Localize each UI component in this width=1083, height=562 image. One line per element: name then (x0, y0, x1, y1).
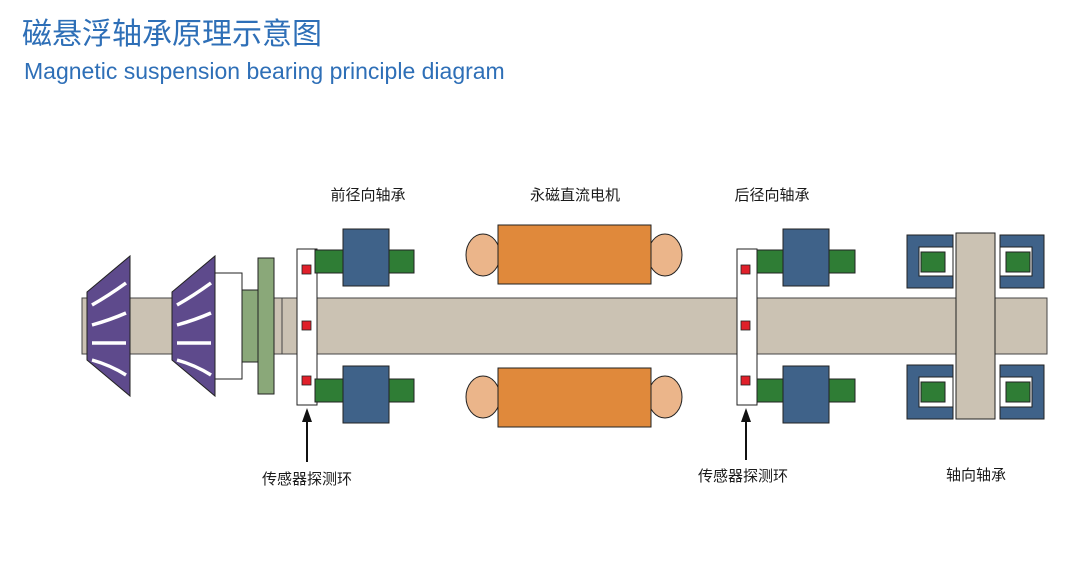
rear-radial-bearing (756, 228, 856, 424)
shaft (267, 297, 1048, 355)
front-radial-bearing (314, 228, 415, 424)
sensor-ring-rear-label: 传感器探测环 (698, 467, 788, 485)
pm-dc-motor (465, 224, 683, 428)
flange-outer (257, 257, 275, 395)
axial-bearing-label: 轴向轴承 (946, 466, 1006, 484)
front-radial-bearing-label: 前径向轴承 (330, 186, 405, 204)
hub-block (214, 272, 243, 380)
flange-inner (241, 289, 259, 363)
pm-dc-motor-label: 永磁直流电机 (530, 186, 620, 204)
axial-bearing (906, 232, 1045, 420)
arrow-rear (741, 408, 751, 460)
sensor-ring-front (296, 248, 318, 406)
rear-radial-bearing-label: 后径向轴承 (734, 186, 809, 204)
impeller-rear (171, 254, 216, 398)
sensor-ring-front-label: 传感器探测环 (262, 470, 352, 488)
arrow-front (302, 408, 312, 462)
page-title: 磁悬浮轴承原理示意图 (22, 17, 322, 52)
sensor-ring-rear (736, 248, 758, 406)
impeller-front (86, 254, 131, 398)
page-subtitle: Magnetic suspension bearing principle di… (24, 58, 505, 84)
